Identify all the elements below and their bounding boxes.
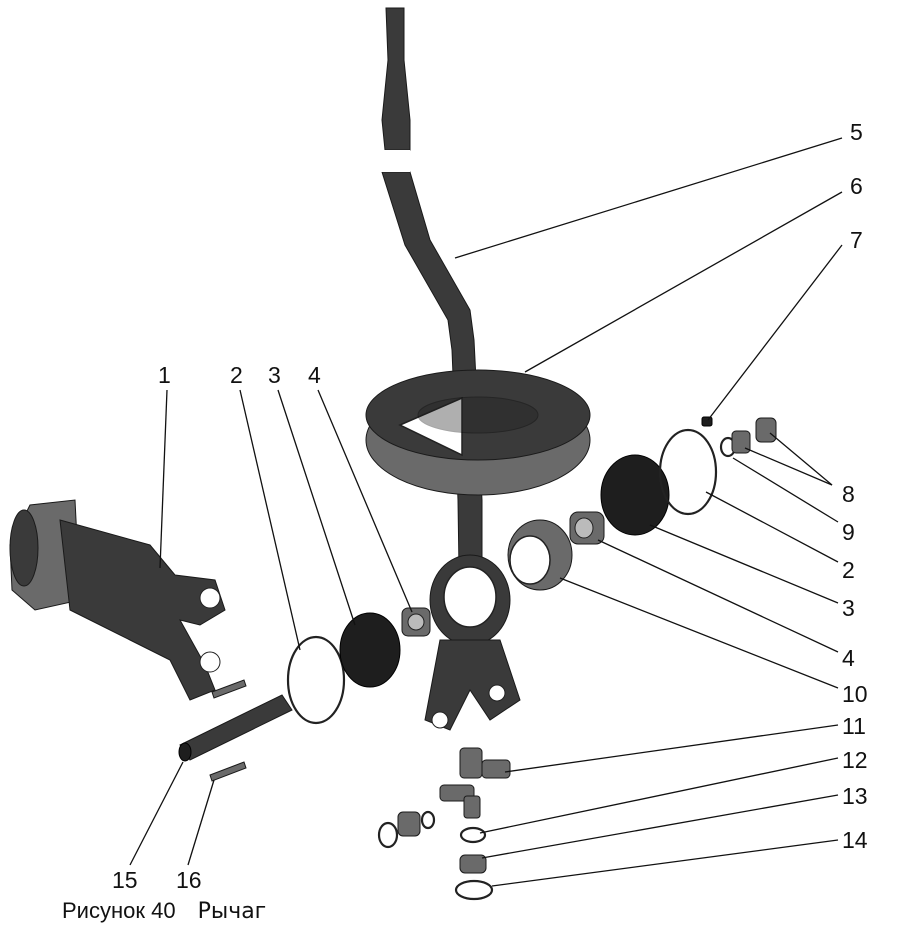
callout-16: 16 <box>176 867 202 893</box>
figure-caption: Рисунок 40 Рычаг <box>62 898 266 924</box>
nuts-and-washer <box>719 417 777 458</box>
callout-3-right: 3 <box>842 595 855 621</box>
lever-fork <box>424 554 521 731</box>
bearing <box>507 519 573 591</box>
small-pin <box>701 416 713 427</box>
bearing-cup-13 <box>459 854 487 874</box>
gasket-left <box>286 635 346 725</box>
snap-ring-14 <box>454 879 494 901</box>
callout-14: 14 <box>842 827 868 853</box>
small-bolt-upper <box>211 679 247 699</box>
callout-3-left: 3 <box>268 362 281 388</box>
callout-8: 8 <box>842 481 855 507</box>
callout-9: 9 <box>842 519 855 545</box>
callout-13: 13 <box>842 783 868 809</box>
callout-4-right: 4 <box>842 645 855 671</box>
callout-1: 1 <box>158 362 171 388</box>
housing-fork <box>9 499 226 701</box>
callout-2-right: 2 <box>842 557 855 583</box>
bushing-left <box>401 607 431 637</box>
small-bolt-lower <box>209 761 247 782</box>
callout-7: 7 <box>850 227 863 253</box>
caption-label: Рисунок 40 <box>62 898 176 923</box>
callout-6: 6 <box>850 173 863 199</box>
leader-lines <box>129 137 843 887</box>
pivot-shaft <box>178 694 293 762</box>
callout-numbers: 1 2 3 4 5 6 7 8 9 2 3 4 10 11 12 13 14 1… <box>112 119 868 893</box>
callout-12: 12 <box>842 747 868 773</box>
callout-11: 11 <box>842 713 866 739</box>
callout-10: 10 <box>842 681 868 707</box>
cover-plate <box>365 369 591 496</box>
lever-rod <box>380 7 483 641</box>
callout-5: 5 <box>850 119 863 145</box>
seal-disc-right <box>600 454 670 536</box>
universal-cross <box>439 747 511 819</box>
bushing-right <box>569 511 605 545</box>
caption-title: Рычаг <box>197 899 267 924</box>
callout-15: 15 <box>112 867 138 893</box>
callout-2-left: 2 <box>230 362 243 388</box>
gasket-right <box>658 428 718 516</box>
snap-ring-12 <box>459 826 487 844</box>
seal-disc-left <box>339 612 401 688</box>
lower-bushing-set <box>377 810 436 849</box>
callout-4-left: 4 <box>308 362 321 388</box>
